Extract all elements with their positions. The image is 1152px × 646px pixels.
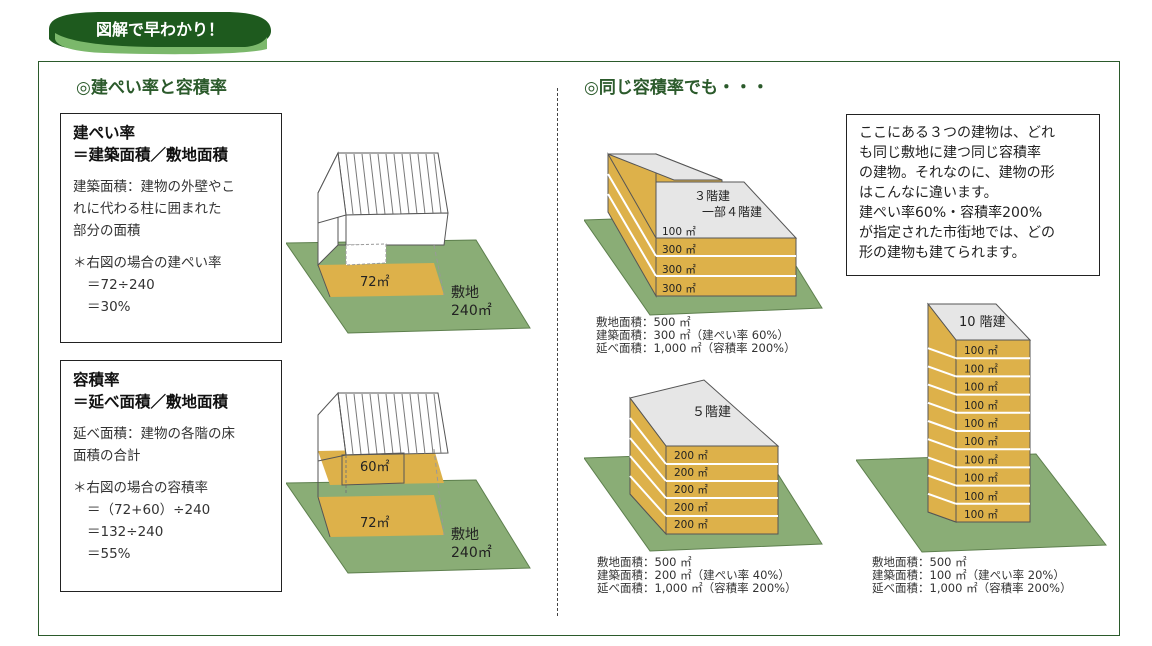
kenpei-calc-line2: ＝72÷240 xyxy=(87,277,155,293)
youseki-def-line2: 面積の合計 xyxy=(73,448,141,464)
kenpei-box: 建ぺい率 ＝建築面積／敷地面積 建築面積：建物の外壁やこ れに代わる柱に囲まれた… xyxy=(60,113,282,343)
bldg-b-floor3: 200 ㎡ xyxy=(674,484,708,496)
bldg-c-floor-label: 100 ㎡ xyxy=(964,454,998,466)
kenpei-site-label-2: 240㎡ xyxy=(451,303,492,319)
bldg-a-caption: 敷地面積：500 ㎡ 建築面積：300 ㎡（建ぺい率 60%） 延べ面積：1,0… xyxy=(596,316,796,355)
note-line7: 形の建物も建てられます。 xyxy=(859,245,1026,261)
bldg-a-label1: ３階建 xyxy=(694,188,730,203)
kenpei-def-line3: 部分の面積 xyxy=(73,223,141,239)
kenpei-calc-line3: ＝30% xyxy=(87,299,131,315)
bldg-c-side-divider xyxy=(927,492,957,505)
bldg-a-label2: 一部４階建 xyxy=(702,204,762,219)
youseki-heading: 容積率 xyxy=(73,371,120,389)
bldg-c-floor-label: 100 ㎡ xyxy=(964,382,998,394)
bldg-c-floor-label: 100 ㎡ xyxy=(964,345,998,357)
bldg-b-cap2: 建築面積：200 ㎡（建ぺい率 40%） xyxy=(597,568,790,582)
youseki-calc-line2: ＝（72+60）÷240 xyxy=(87,502,211,518)
bldg-a-floor2: 300 ㎡ xyxy=(662,264,696,276)
bldg-c-caption: 敷地面積：500 ㎡ 建築面積：100 ㎡（建ぺい率 20%） 延べ面積：1,0… xyxy=(872,556,1072,595)
kenpei-def-line2: れに代わる柱に囲まれた xyxy=(73,201,222,217)
bldg-c-side-divider xyxy=(927,383,957,396)
kenpei-calc-line1: ＊右図の場合の建ぺい率 xyxy=(73,255,222,271)
bldg-c-label: 10 階建 xyxy=(959,315,1006,330)
youseki-floor1-label: 72㎡ xyxy=(360,516,390,531)
bldg-b-caption: 敷地面積：500 ㎡ 建築面積：200 ㎡（建ぺい率 40%） 延べ面積：1,0… xyxy=(597,556,797,595)
left-section-title: ◎建ぺい率と容積率 xyxy=(76,78,227,98)
bldg-a-floor1: 300 ㎡ xyxy=(662,283,696,295)
note-line3: の建物。それなのに、建物の形 xyxy=(859,165,1055,181)
bldg-b-floor5: 200 ㎡ xyxy=(674,450,708,462)
header-badge: 図解で早わかり！ xyxy=(49,12,271,55)
bldg-b-label: ５階建 xyxy=(692,405,731,420)
bldg-b-cap1: 敷地面積：500 ㎡ xyxy=(597,555,692,569)
bldg-c-floor-label: 100 ㎡ xyxy=(964,363,998,375)
bldg-a-cap3: 延べ面積：1,000 ㎡（容積率 200%） xyxy=(596,341,796,355)
bldg-c-side-divider xyxy=(927,420,957,432)
bldg-c-side-divider xyxy=(927,438,957,451)
bldg-c-floor-label: 100 ㎡ xyxy=(964,436,998,448)
bldg-c-cap1: 敷地面積：500 ㎡ xyxy=(872,555,967,569)
kenpei-footprint xyxy=(318,263,444,297)
youseki-house-diagram: 60㎡ 72㎡ 敷地 240㎡ xyxy=(286,391,531,574)
bldg-a-floor4: 100 ㎡ xyxy=(662,226,696,238)
building-c-diagram: 10 階建 100 ㎡ 100 ㎡ 100 ㎡ 100 ㎡ 100 ㎡ 100 ㎡ 100 … xyxy=(856,302,1107,553)
bldg-b-floor2: 200 ㎡ xyxy=(674,502,708,514)
kenpei-site-label-1: 敷地 xyxy=(451,285,479,301)
note-line6: が指定された市街地では、どの xyxy=(859,225,1055,241)
bldg-b-floor1: 200 ㎡ xyxy=(674,519,708,531)
kenpei-heading: 建ぺい率 xyxy=(73,124,136,142)
bldg-c-side-divider xyxy=(927,365,957,378)
youseki-calc-line3: ＝132÷240 xyxy=(87,524,164,540)
bldg-c-floor-label: 100 ㎡ xyxy=(964,473,998,485)
bldg-b-floor4: 200 ㎡ xyxy=(674,467,708,479)
bldg-c-side-divider xyxy=(927,347,957,360)
youseki-calc-line4: ＝55% xyxy=(87,546,131,562)
kenpei-house-diagram: 72㎡ 敷地 240㎡ xyxy=(286,151,531,334)
kenpei-def-line1: 建築面積：建物の外壁やこ xyxy=(73,179,235,195)
right-section-title: ◎同じ容積率でも・・・ xyxy=(584,78,769,98)
bldg-a-cap2: 建築面積：300 ㎡（建ぺい率 60%） xyxy=(596,328,789,342)
bldg-c-cap3: 延べ面積：1,000 ㎡（容積率 200%） xyxy=(872,581,1072,595)
youseki-floor1 xyxy=(318,495,444,537)
youseki-site-label-2: 240㎡ xyxy=(451,545,492,561)
note-line2: も同じ敷地に建つ同じ容積率 xyxy=(859,145,1041,161)
youseki-floor2-label: 60㎡ xyxy=(360,460,390,475)
section-divider xyxy=(557,88,558,616)
bldg-c-side-divider xyxy=(927,401,957,414)
bldg-c-floor-label: 100 ㎡ xyxy=(964,509,998,521)
bldg-c-side-divider xyxy=(927,474,957,487)
note-line1: ここにある３つの建物は、どれ xyxy=(859,125,1055,141)
building-a-diagram: ３階建 一部４階建 100 ㎡ 300 ㎡ 300 ㎡ 300 ㎡ xyxy=(584,152,823,316)
bldg-c-floor-label: 100 ㎡ xyxy=(964,491,998,503)
bldg-c-side-divider xyxy=(927,456,957,469)
bldg-a-floor3: 300 ㎡ xyxy=(662,244,696,256)
building-b-diagram: ５階建 200 ㎡ 200 ㎡ 200 ㎡ 200 ㎡ 200 ㎡ xyxy=(584,379,823,552)
explanation-note: ここにある３つの建物は、どれ も同じ敷地に建つ同じ容積率 の建物。それなのに、建… xyxy=(846,114,1100,276)
youseki-formula: ＝延べ面積／敷地面積 xyxy=(73,393,229,411)
bldg-a-cap1: 敷地面積：500 ㎡ xyxy=(596,315,691,329)
youseki-floor2 xyxy=(318,449,444,485)
bldg-c-cap2: 建築面積：100 ㎡（建ぺい率 20%） xyxy=(872,568,1065,582)
bldg-b-cap3: 延べ面積：1,000 ㎡（容積率 200%） xyxy=(597,581,797,595)
note-line5: 建ぺい率60%・容積率200% xyxy=(859,205,1043,221)
kenpei-area-label: 72㎡ xyxy=(360,275,390,290)
youseki-def-line1: 延べ面積：建物の各階の床 xyxy=(73,426,235,442)
youseki-calc-line1: ＊右図の場合の容積率 xyxy=(73,480,208,496)
youseki-box: 容積率 ＝延べ面積／敷地面積 延べ面積：建物の各階の床 面積の合計 ＊右図の場合… xyxy=(60,360,282,592)
bldg-c-floor-label: 100 ㎡ xyxy=(964,400,998,412)
badge-text: 図解で早わかり！ xyxy=(96,20,224,39)
youseki-site-label-1: 敷地 xyxy=(451,527,479,543)
bldg-c-floor-label: 100 ㎡ xyxy=(964,418,998,430)
note-line4: はこんなに違います。 xyxy=(859,185,998,201)
kenpei-formula: ＝建築面積／敷地面積 xyxy=(73,146,229,164)
content-frame xyxy=(38,61,1120,636)
